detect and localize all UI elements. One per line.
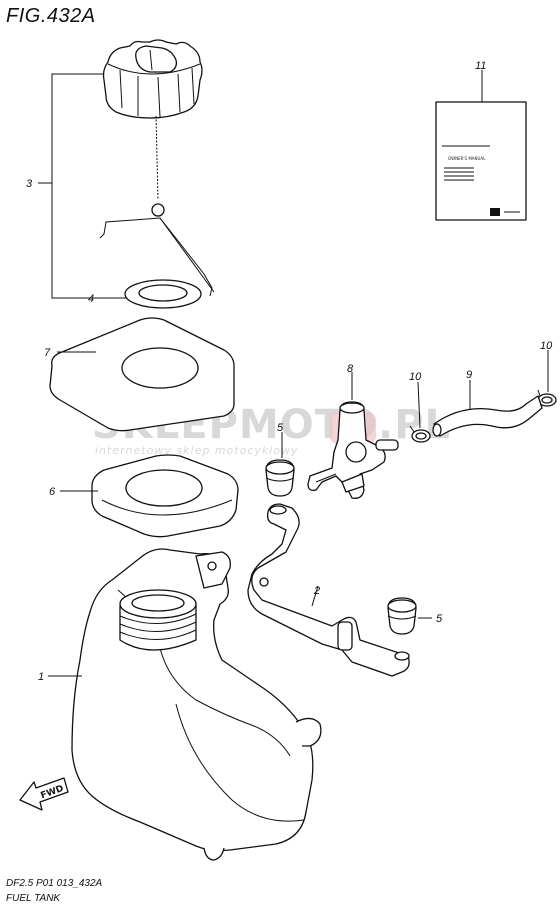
bracket-3 <box>38 73 126 299</box>
tank-gasket-plate <box>49 317 235 432</box>
gasket-ring <box>124 279 202 309</box>
fwd-arrow: FWD <box>19 777 69 811</box>
figure-caption: FUEL TANK <box>6 893 61 904</box>
fuel-tank <box>71 548 322 861</box>
fuel-cock <box>307 401 399 499</box>
callout-5-upper: 5 <box>277 422 284 434</box>
watermark-tagline: internetowy sklep motocyklowy <box>95 444 299 457</box>
owners-manual: OWNER'S MANUAL <box>435 101 527 221</box>
leader-lines <box>48 70 549 677</box>
hose-clip-right <box>537 389 557 407</box>
mounting-bracket <box>247 503 410 677</box>
callout-5-lower: 5 <box>436 613 443 625</box>
grommet-upper <box>265 459 295 497</box>
fuel-hose <box>432 395 543 437</box>
callout-8: 8 <box>347 363 354 375</box>
retainer-wire <box>99 217 215 297</box>
callout-6: 6 <box>49 486 56 498</box>
callout-10-left: 10 <box>409 371 422 383</box>
grommet-lower <box>387 597 417 635</box>
callout-4: 4 <box>88 293 94 305</box>
callout-9: 9 <box>466 369 472 381</box>
manual-heading: OWNER'S MANUAL <box>448 156 486 161</box>
figure-title: FIG.432A <box>6 5 96 27</box>
callout-10-right: 10 <box>540 340 553 352</box>
tank-seal <box>91 454 239 538</box>
callout-1: 1 <box>38 671 44 683</box>
fuel-cap <box>102 39 203 119</box>
tether-chain <box>151 115 165 217</box>
figure-code: DF2.5 P01 013_432A <box>6 878 103 889</box>
callout-11: 11 <box>475 60 486 72</box>
hose-clip-left <box>409 425 431 443</box>
callout-7: 7 <box>44 347 51 359</box>
callout-3: 3 <box>26 178 33 190</box>
callout-2: 2 <box>313 585 320 597</box>
